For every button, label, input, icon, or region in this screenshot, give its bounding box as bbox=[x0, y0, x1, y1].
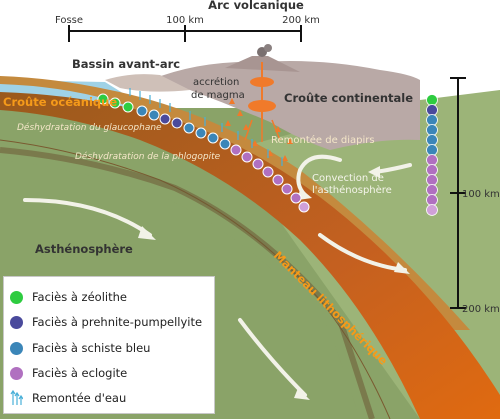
legend-item-eclogite: Faciès à eclogite bbox=[10, 363, 127, 383]
magma-drops bbox=[225, 98, 293, 161]
blueschist-dot-icon bbox=[10, 341, 23, 355]
water-rise-marks bbox=[129, 88, 283, 166]
diapirs-label: Remontée de diapirs bbox=[271, 134, 375, 146]
arrowheads bbox=[138, 166, 410, 400]
legend-label: Faciès à prehnite-pumpellyite bbox=[32, 315, 203, 329]
legend-label: Remontée d'eau bbox=[32, 391, 127, 405]
convection-line-2: l'asthénosphère bbox=[312, 184, 392, 196]
km200-top-label: 200 km bbox=[282, 15, 320, 26]
legend: Faciès à zéolithe Faciès à prehnite-pump… bbox=[3, 276, 215, 414]
forearc-basin bbox=[105, 74, 190, 92]
depth-column-dots bbox=[426, 94, 438, 216]
asthenosphere-label: Asthénosphère bbox=[35, 242, 133, 256]
arc-volcanique-title: Arc volcanique bbox=[208, 0, 304, 12]
magma-chamber bbox=[244, 62, 281, 142]
prehnite-dot-icon bbox=[10, 315, 23, 329]
legend-label: Faciès à eclogite bbox=[32, 366, 128, 380]
convection-line-1: Convection de bbox=[312, 173, 384, 184]
bassin-label: Bassin avant-arc bbox=[72, 57, 180, 71]
fosse-label: Fosse bbox=[55, 15, 83, 26]
legend-item-zeolite: Faciès à zéolithe bbox=[10, 287, 127, 307]
glaucophane-label: Déshydratation du glaucophane bbox=[17, 122, 162, 133]
water-rise-icon bbox=[10, 389, 24, 408]
km100-top-label: 100 km bbox=[166, 15, 204, 26]
eclogite-dot-icon bbox=[10, 366, 23, 380]
accretion-line-1: accrétion bbox=[193, 76, 239, 88]
continental-crust-label: Croûte continentale bbox=[284, 91, 413, 105]
legend-item-water: Remontée d'eau bbox=[10, 388, 126, 408]
km200-right-label: 200 km bbox=[462, 304, 500, 315]
convection-label: Convection de l'asthénosphère bbox=[312, 173, 392, 196]
zeolite-dot-icon bbox=[10, 290, 23, 304]
distance-scale bbox=[68, 25, 302, 42]
facies-dots bbox=[97, 93, 310, 213]
legend-item-prehnite: Faciès à prehnite-pumpellyite bbox=[10, 312, 202, 332]
legend-label: Faciès à zéolithe bbox=[32, 290, 127, 304]
km100-right-label: 100 km bbox=[462, 189, 500, 200]
accretion-line-2: de magma bbox=[191, 90, 245, 101]
phlogopite-label: Déshydratation de la phlogopite bbox=[75, 151, 221, 162]
continental-crust bbox=[150, 61, 420, 150]
depth-scale bbox=[450, 77, 466, 309]
oceanic-crust-label: Croûte océanique bbox=[3, 95, 117, 109]
accretion-label: accrétion de magma bbox=[191, 76, 245, 101]
legend-label: Faciès à schiste bleu bbox=[32, 341, 151, 355]
legend-item-blueschist: Faciès à schiste bleu bbox=[10, 338, 150, 358]
